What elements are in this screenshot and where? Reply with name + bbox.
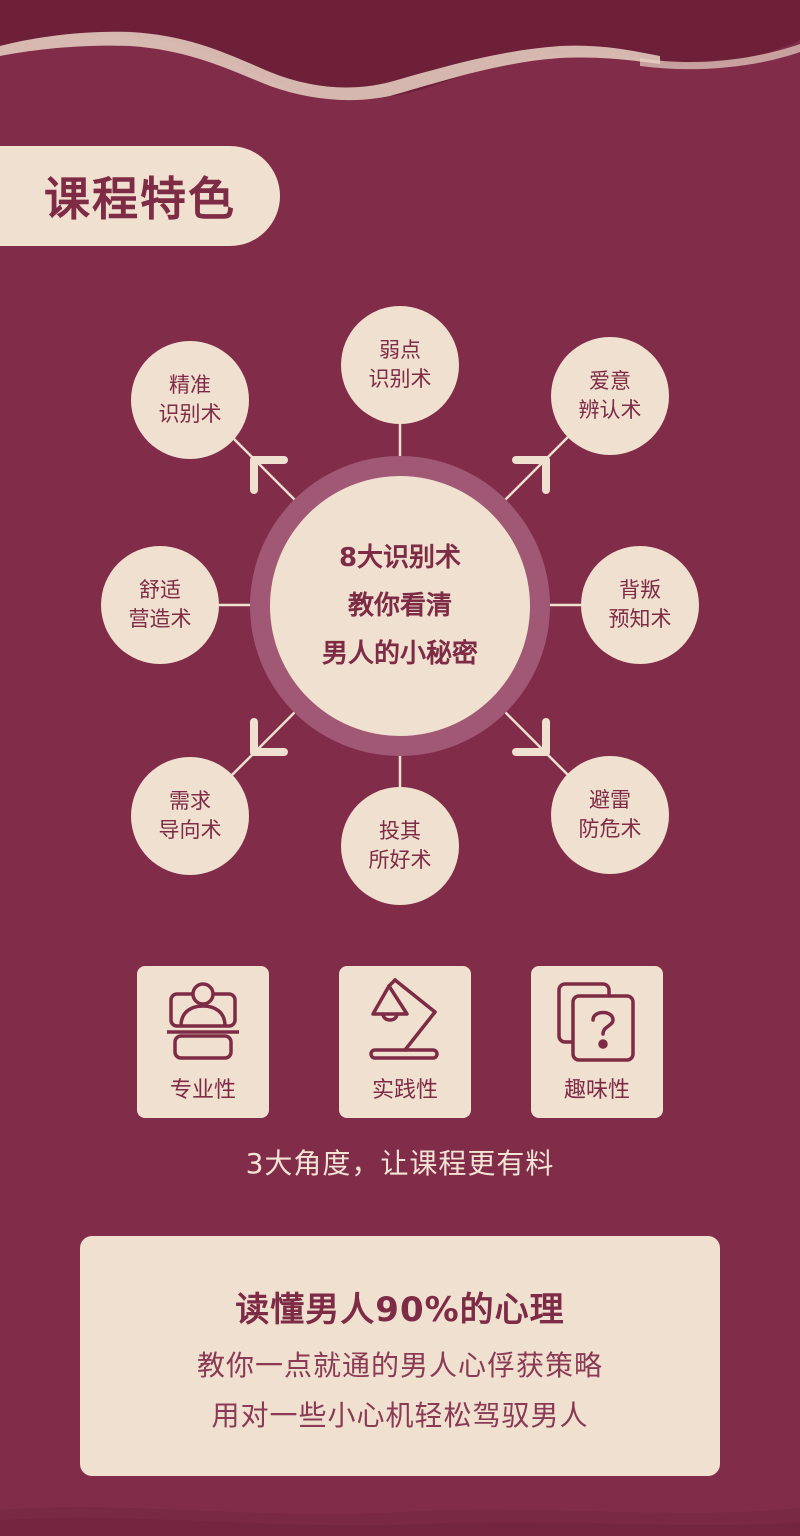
node-avoid-danger: 避雷 防危术 bbox=[551, 756, 669, 874]
tagline: 3大角度，让课程更有料 bbox=[245, 1147, 555, 1180]
node-line: 爱意 bbox=[589, 369, 631, 393]
center-line-1: 8大识别术 bbox=[338, 543, 462, 573]
center-line-3: 男人的小秘密 bbox=[321, 639, 478, 669]
section-title-tab: 课程特色 bbox=[0, 146, 280, 246]
node-comfort: 舒适 营造术 bbox=[101, 546, 219, 664]
card-title: 读懂男人90%的心理 bbox=[235, 1290, 565, 1330]
card-line-2: 用对一些小心机轻松驾驭男人 bbox=[211, 1399, 589, 1432]
node-line: 需求 bbox=[169, 789, 211, 813]
node-line: 预知术 bbox=[608, 607, 672, 631]
node-precise: 精准 识别术 bbox=[131, 341, 249, 459]
node-line: 识别术 bbox=[368, 367, 432, 391]
center-circle: 8大识别术 教你看清 男人的小秘密 bbox=[270, 476, 530, 736]
center-line-2: 教你看清 bbox=[347, 591, 452, 621]
lecturer-icon bbox=[167, 982, 239, 1060]
feature-card-practical: 实践性 bbox=[339, 966, 471, 1118]
node-line: 投其 bbox=[379, 819, 421, 843]
top-wave-decoration bbox=[0, 0, 800, 120]
info-card: 读懂男人90%的心理 教你一点就通的男人心俘获策略 用对一些小心机轻松驾驭男人 bbox=[80, 1236, 720, 1476]
feature-card-professional: 专业性 bbox=[137, 966, 269, 1118]
node-line: 精准 bbox=[169, 373, 211, 397]
arrow-bottom-left bbox=[250, 718, 288, 756]
feature-label: 专业性 bbox=[169, 1078, 236, 1103]
bottom-wave-decoration bbox=[0, 1507, 800, 1536]
node-line: 识别术 bbox=[158, 402, 222, 426]
node-line: 辨认术 bbox=[578, 398, 642, 422]
arrow-top-right bbox=[512, 456, 550, 494]
node-line: 背叛 bbox=[619, 578, 661, 602]
node-line: 营造术 bbox=[128, 607, 192, 631]
node-line: 导向术 bbox=[158, 818, 222, 842]
node-love: 爱意 辨认术 bbox=[551, 337, 669, 455]
card-line-1: 教你一点就通的男人心俘获策略 bbox=[196, 1349, 603, 1382]
desk-lamp-icon bbox=[369, 978, 439, 1060]
node-betrayal: 背叛 预知术 bbox=[581, 546, 699, 664]
node-weakness: 弱点 识别术 bbox=[341, 306, 459, 424]
arrow-bottom-right bbox=[512, 718, 550, 756]
node-preference: 投其 所好术 bbox=[341, 787, 459, 905]
node-line: 防危术 bbox=[578, 817, 642, 841]
node-needs: 需求 导向术 bbox=[131, 757, 249, 875]
question-cards-icon bbox=[557, 982, 635, 1062]
arrow-top-left bbox=[250, 456, 288, 494]
node-line: 所好术 bbox=[368, 848, 432, 872]
section-title: 课程特色 bbox=[44, 172, 236, 226]
node-line: 舒适 bbox=[139, 578, 181, 602]
feature-card-fun: 趣味性 bbox=[531, 966, 663, 1118]
feature-label: 实践性 bbox=[371, 1078, 438, 1103]
feature-label: 趣味性 bbox=[563, 1078, 630, 1103]
node-line: 避雷 bbox=[589, 788, 631, 812]
node-line: 弱点 bbox=[379, 338, 421, 362]
